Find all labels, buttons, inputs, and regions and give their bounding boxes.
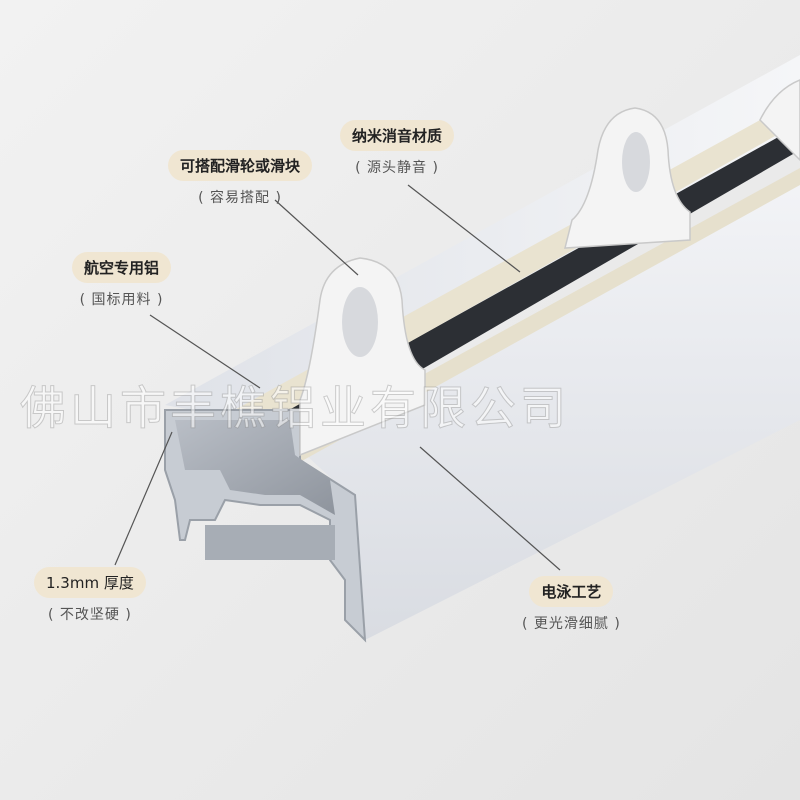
cross-section-cavity	[175, 420, 335, 515]
callout-damping: 纳米消音材质 ( 源头静音 )	[340, 120, 455, 177]
callout-title: 纳米消音材质	[340, 120, 455, 151]
callout-sub: ( 更光滑细腻 )	[522, 616, 621, 632]
callout-title: 可搭配滑轮或滑块	[168, 150, 313, 181]
callout-title: 1.3mm 厚度	[34, 567, 146, 598]
callout-sub: ( 不改坚硬 )	[48, 607, 132, 623]
callout-title: 电泳工艺	[529, 576, 614, 607]
leader-line-runner	[274, 199, 359, 276]
rail-front-face	[295, 170, 800, 640]
callout-electrophoresis: 电泳工艺 ( 更光滑细腻 )	[522, 576, 621, 633]
leader-line-thickness	[114, 431, 173, 566]
callout-sub: ( 源头静音 )	[355, 160, 439, 176]
runner-hook-front	[299, 257, 426, 457]
leader-line-damping	[407, 184, 521, 273]
callout-title: 航空专用铝	[72, 252, 172, 283]
leader-line-electrophoresis	[419, 446, 561, 571]
callout-sub: ( 国标用料 )	[79, 292, 164, 308]
runner-hook-back	[564, 107, 691, 249]
callout-sub: ( 容易搭配 )	[198, 190, 282, 206]
cross-section-slot	[205, 525, 335, 560]
callout-thickness: 1.3mm 厚度 ( 不改坚硬 )	[34, 567, 146, 624]
callout-runner: 可搭配滑轮或滑块 ( 容易搭配 )	[168, 150, 313, 207]
callout-aluminium: 航空专用铝 ( 国标用料 )	[72, 252, 172, 309]
runner-hook-edge	[759, 79, 800, 162]
watermark: 佛山市丰樵铝业有限公司	[20, 381, 570, 436]
leader-line-aluminium	[149, 314, 261, 389]
